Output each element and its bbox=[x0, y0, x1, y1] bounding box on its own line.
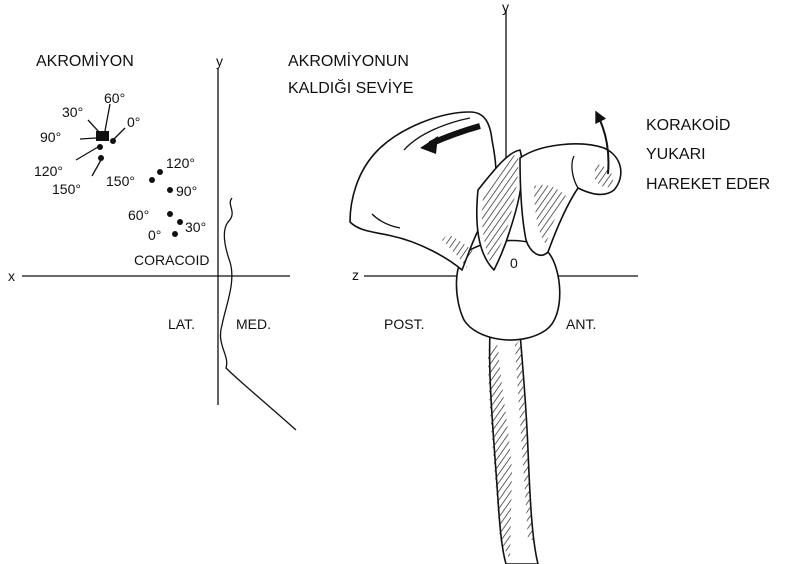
coracoid-point-150 bbox=[149, 177, 155, 183]
leader-0 bbox=[114, 128, 125, 139]
ant-label: ANT. bbox=[566, 316, 596, 332]
coracoid-point-120 bbox=[157, 169, 163, 175]
yukari-caption: YUKARI bbox=[646, 146, 706, 163]
coracoid-point-60 bbox=[167, 211, 173, 217]
left-plot: y x 30° 60° 0° 90° 120° 150° bbox=[8, 53, 296, 430]
hareket-eder-caption: HAREKET EDER bbox=[646, 176, 770, 193]
coracoid-angle-60: 60° bbox=[128, 207, 149, 223]
right-z-axis-label: z bbox=[352, 267, 359, 283]
leader-60 bbox=[105, 104, 110, 131]
lat-label: LAT. bbox=[168, 316, 195, 332]
coracoid-angle-120: 120° bbox=[166, 155, 195, 171]
leader-150 bbox=[92, 160, 101, 176]
kaldigi-seviye-caption: KALDIĞI SEVİYE bbox=[288, 78, 413, 97]
akromiyonun-caption: AKROMİYONUN bbox=[288, 51, 409, 70]
left-y-axis-label: y bbox=[216, 53, 223, 69]
acromion-outline bbox=[350, 112, 496, 270]
right-y-axis-label: y bbox=[502, 0, 509, 15]
acromion-points bbox=[76, 104, 125, 176]
left-x-axis-label: x bbox=[8, 268, 15, 284]
left-curve bbox=[220, 198, 296, 430]
coracoid-angle-90: 90° bbox=[176, 183, 197, 199]
coracoid-point-0 bbox=[172, 231, 178, 237]
leader-120 bbox=[76, 147, 98, 160]
coracoid-point-90 bbox=[167, 187, 173, 193]
coracoid-point-30 bbox=[177, 219, 183, 225]
leader-90 bbox=[80, 138, 96, 139]
acromion-angle-0: 0° bbox=[127, 114, 140, 130]
acromion-point-0 bbox=[110, 138, 116, 144]
acromion-angle-90: 90° bbox=[40, 129, 61, 145]
coracoid-angle-0: 0° bbox=[148, 227, 161, 243]
acromion-point-cluster bbox=[96, 131, 109, 141]
coracoid-angle-150: 150° bbox=[106, 173, 135, 189]
leader-30 bbox=[88, 120, 99, 132]
korakoid-caption: KORAKOİD bbox=[646, 115, 730, 134]
coracoid-angle-30: 30° bbox=[185, 219, 206, 235]
acromion-angle-150: 150° bbox=[52, 181, 81, 197]
med-label: MED. bbox=[236, 316, 271, 332]
post-label: POST. bbox=[384, 316, 424, 332]
akromiyon-caption: AKROMİYON bbox=[36, 51, 134, 70]
acromion-angle-60: 60° bbox=[104, 90, 125, 106]
origin-label: 0 bbox=[510, 255, 518, 271]
acromion-angle-30: 30° bbox=[62, 104, 83, 120]
coracoid-label: CORACOID bbox=[134, 252, 209, 268]
acromion-angle-120: 120° bbox=[34, 163, 63, 179]
